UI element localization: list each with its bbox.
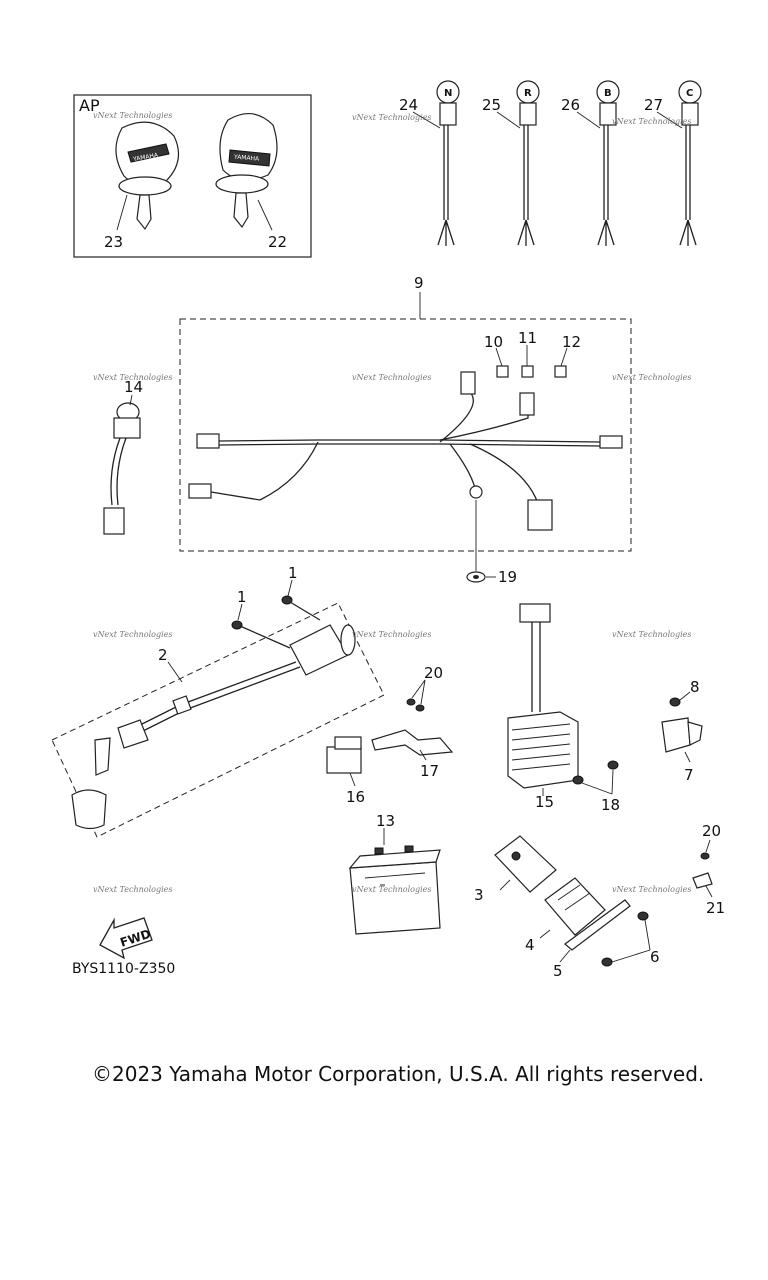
svg-text:C: C <box>686 88 693 99</box>
part-number-13[interactable]: 13 <box>376 812 395 830</box>
battery-13[interactable]: 13 <box>348 812 441 935</box>
svg-text:B: B <box>604 88 612 99</box>
svg-text:vNext Technologies: vNext Technologies <box>93 885 172 894</box>
fwd-arrow-icon: FWD <box>99 917 153 960</box>
clip-21[interactable]: 21 <box>692 872 725 917</box>
part-number-7[interactable]: 7 <box>684 766 694 784</box>
svg-text:YAMAHA: YAMAHA <box>233 154 261 163</box>
svg-text:vNext Technologies: vNext Technologies <box>93 373 172 382</box>
svg-text:vNext Technologies: vNext Technologies <box>612 630 691 639</box>
part-number-9[interactable]: 9 <box>414 274 424 292</box>
ignition-coil-2[interactable]: 2 <box>51 602 385 838</box>
switch-26[interactable]: B <box>596 80 620 246</box>
washer-19[interactable]: 19 <box>466 500 517 586</box>
part-number-5[interactable]: 5 <box>553 962 563 980</box>
svg-text:R: R <box>524 88 532 99</box>
switch-27[interactable]: C <box>678 80 702 246</box>
switch-24[interactable]: N <box>436 80 460 246</box>
switch-25[interactable]: R <box>516 80 540 246</box>
key-22[interactable]: YAMAHA <box>215 113 278 229</box>
part-number-1b[interactable]: 1 <box>288 564 298 582</box>
fuse-11[interactable]: 11 <box>518 329 537 378</box>
part-number-2[interactable]: 2 <box>158 646 168 664</box>
bolt-18[interactable]: 18 <box>572 760 620 814</box>
screw-20a[interactable]: 20 <box>406 664 443 712</box>
holder-4[interactable]: 4 <box>525 877 606 954</box>
part-number-6[interactable]: 6 <box>650 948 660 966</box>
part-number-12[interactable]: 12 <box>562 333 581 351</box>
fuse-10[interactable]: 10 <box>484 333 509 378</box>
part-number-8[interactable]: 8 <box>690 678 700 696</box>
part-number-4[interactable]: 4 <box>525 936 535 954</box>
part-number-3[interactable]: 3 <box>474 886 484 904</box>
bolt-6[interactable]: 6 <box>601 911 660 967</box>
part-number-23[interactable]: 23 <box>104 233 123 251</box>
part-number-22[interactable]: 22 <box>268 233 287 251</box>
bracket-17[interactable]: 17 <box>371 729 454 780</box>
part-number-1a[interactable]: 1 <box>237 588 247 606</box>
part-number-20a[interactable]: 20 <box>424 664 443 682</box>
nut-8[interactable]: 8 <box>669 678 700 707</box>
svg-text:vNext Technologies: vNext Technologies <box>352 373 431 382</box>
ap-key-inset: AP YAMAHA YAMAHA 23 22 <box>73 94 312 258</box>
svg-text:YAMAHA: YAMAHA <box>132 152 160 164</box>
wire-harness-9[interactable]: 9 <box>179 274 632 552</box>
part-number-15[interactable]: 15 <box>535 793 554 811</box>
bolt-1b[interactable]: 1 <box>281 564 321 621</box>
part-number-14[interactable]: 14 <box>124 378 143 396</box>
svg-text:vNext Technologies: vNext Technologies <box>352 885 431 894</box>
svg-text:vNext Technologies: vNext Technologies <box>93 630 172 639</box>
copyright-notice: ©2023 Yamaha Motor Corporation, U.S.A. A… <box>92 1062 705 1086</box>
relay-7[interactable]: 7 <box>661 717 703 784</box>
svg-text:vNext Technologies: vNext Technologies <box>352 113 431 122</box>
regulator-15[interactable]: 15 <box>507 603 579 811</box>
ecu-3[interactable]: 3 <box>474 835 557 904</box>
part-number-17[interactable]: 17 <box>420 762 439 780</box>
part-number-27[interactable]: 27 <box>644 96 663 114</box>
part-number-18[interactable]: 18 <box>601 796 620 814</box>
fuse-12[interactable]: 12 <box>554 333 581 378</box>
part-number-10[interactable]: 10 <box>484 333 503 351</box>
key-23[interactable]: YAMAHA <box>115 121 180 231</box>
drawing-code: BYS1110-Z350 <box>72 961 175 977</box>
svg-text:N: N <box>444 88 452 99</box>
svg-text:vNext Technologies: vNext Technologies <box>612 117 691 126</box>
bracket-5[interactable]: 5 <box>553 899 631 980</box>
svg-text:vNext Technologies: vNext Technologies <box>93 111 172 120</box>
screw-20b[interactable]: 20 <box>700 822 721 860</box>
relay-16[interactable]: 16 <box>326 736 365 806</box>
watermarks: vNext Technologies vNext Technologies vN… <box>93 111 691 894</box>
part-number-11[interactable]: 11 <box>518 329 537 347</box>
ap-label: AP <box>79 96 100 115</box>
svg-text:vNext Technologies: vNext Technologies <box>352 630 431 639</box>
svg-text:vNext Technologies: vNext Technologies <box>612 373 691 382</box>
part-number-25[interactable]: 25 <box>482 96 501 114</box>
bolt-1a[interactable]: 1 <box>231 588 291 649</box>
part-number-24[interactable]: 24 <box>399 96 418 114</box>
svg-text:vNext Technologies: vNext Technologies <box>612 885 691 894</box>
part-number-26[interactable]: 26 <box>561 96 580 114</box>
part-number-20b[interactable]: 20 <box>702 822 721 840</box>
part-number-16[interactable]: 16 <box>346 788 365 806</box>
main-switch-14[interactable]: 14 <box>103 378 143 535</box>
part-number-19[interactable]: 19 <box>498 568 517 586</box>
part-number-21[interactable]: 21 <box>706 899 725 917</box>
